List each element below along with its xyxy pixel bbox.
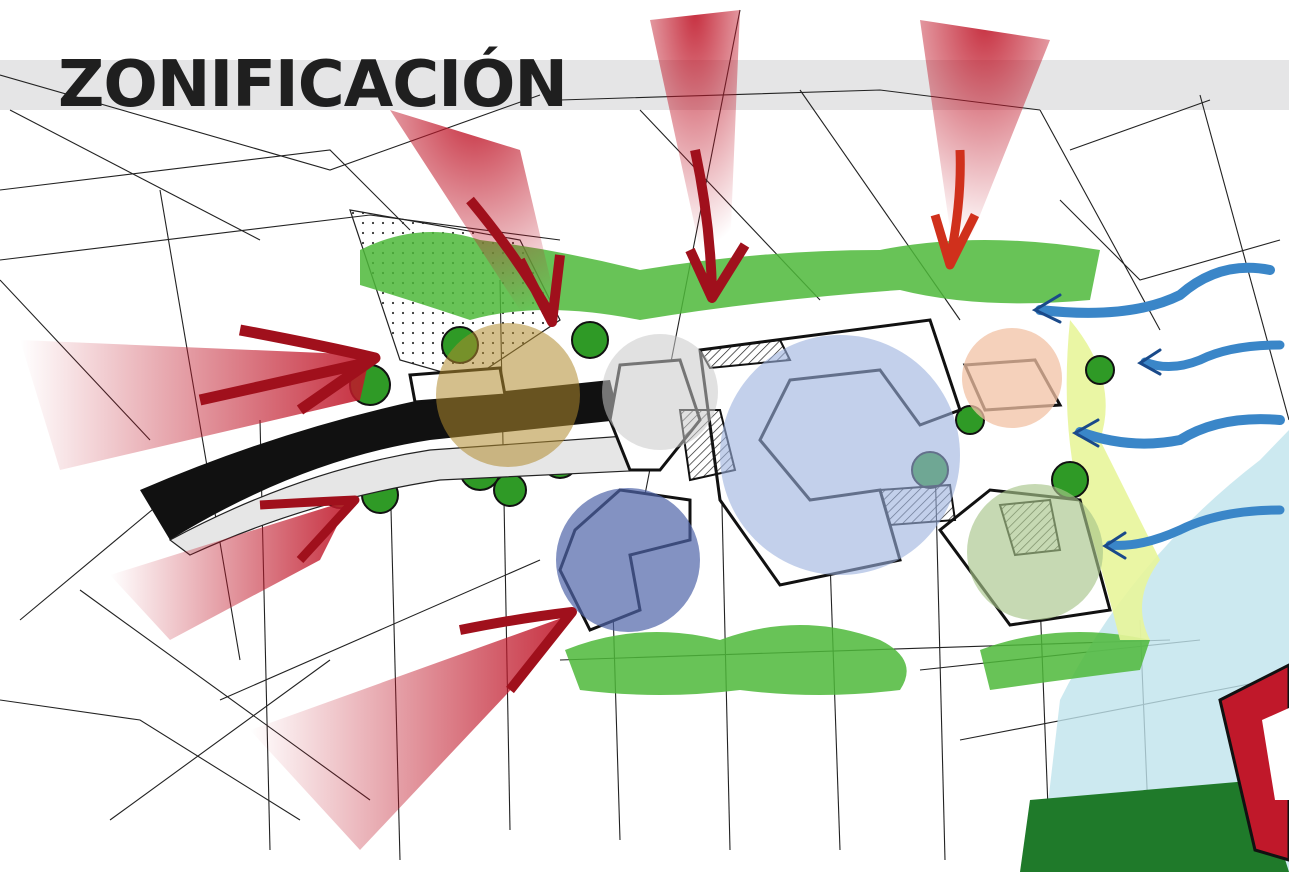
vegetation-right-edge: [1066, 320, 1160, 640]
zones: [436, 323, 1103, 632]
blue-wave-arrow-icon: [1105, 505, 1285, 550]
zone-circle-green: [967, 484, 1103, 620]
zone-circle-peach: [962, 328, 1062, 428]
blue-wave-arrow-icon: [1075, 414, 1285, 449]
red-arrow-icon: [459, 607, 577, 694]
blue-arrows: [1031, 262, 1285, 560]
zone-circle-grey: [602, 334, 718, 450]
red-arrow-icon: [250, 615, 570, 850]
red-arrow-icon: [198, 324, 381, 415]
zone-circle-dark-blue: [556, 488, 700, 632]
red-arrow-icon: [685, 148, 750, 303]
red-frame: [1218, 663, 1289, 862]
red-arrow-icon: [920, 20, 1050, 240]
green-wash: [1020, 780, 1289, 872]
red-arrow-icon: [466, 196, 565, 327]
vegetation-band-bottom: [565, 625, 907, 695]
red-arrows: [20, 10, 1050, 850]
title-band: [0, 60, 1289, 110]
red-arrow-icon: [20, 340, 370, 470]
water-wash: [1040, 430, 1289, 872]
vegetation-band-right: [980, 632, 1150, 690]
red-arrow-icon: [650, 10, 740, 250]
red-arrow-icon: [259, 495, 360, 564]
zone-circle-light-blue: [720, 335, 960, 575]
blue-wave-arrow-icon: [1140, 340, 1285, 371]
zone-circle-yellow: [436, 323, 580, 467]
red-arrow-icon: [110, 500, 350, 640]
page-title: ZONIFICACIÓN: [58, 48, 568, 122]
red-arrow-icon: [930, 149, 980, 270]
blue-wave-arrow-icon: [1035, 262, 1275, 318]
